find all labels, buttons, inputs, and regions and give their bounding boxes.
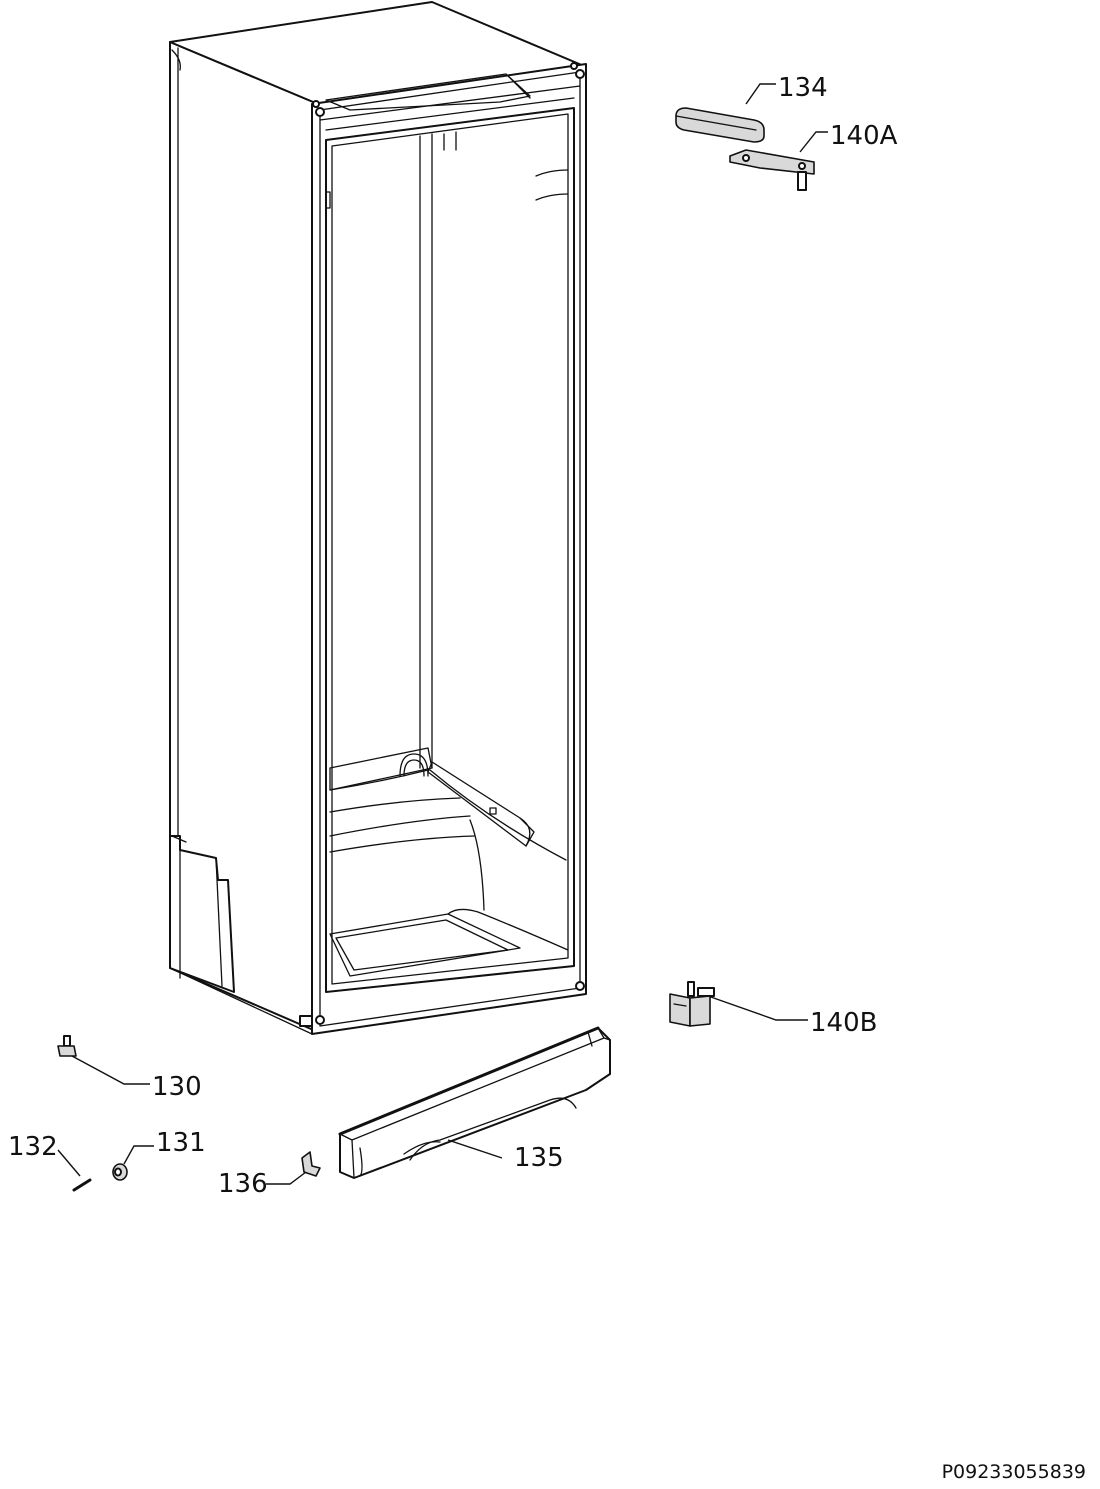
callout-140a: 140A <box>830 121 898 151</box>
callout-131: 131 <box>156 1128 206 1158</box>
leader-134 <box>745 83 776 105</box>
callout-136: 136 <box>218 1169 268 1199</box>
callout-134: 134 <box>778 73 828 103</box>
part-135-kick-plate <box>338 1026 611 1179</box>
callout-135: 135 <box>514 1143 564 1173</box>
part-140b-lower-hinge <box>669 981 715 1027</box>
part-132-pin <box>72 1178 92 1192</box>
part-140a-upper-hinge <box>729 149 815 191</box>
leader-132 <box>57 1149 81 1177</box>
leader-lines <box>57 83 828 1185</box>
part-131-bushing <box>112 1163 128 1181</box>
part-130-adjustable-foot <box>57 1035 77 1057</box>
callout-140b: 140B <box>810 1008 877 1038</box>
document-number: P09233055839 <box>942 1461 1086 1483</box>
callout-132: 132 <box>8 1132 58 1162</box>
leader-140a <box>799 131 828 153</box>
leader-131 <box>123 1145 154 1165</box>
leader-130 <box>71 1055 150 1085</box>
part-136-bracket-clip <box>301 1151 321 1177</box>
leader-135 <box>447 1139 503 1159</box>
leader-136 <box>266 1171 307 1185</box>
leader-140b <box>707 995 808 1021</box>
callout-130: 130 <box>152 1072 202 1102</box>
part-134-hinge-cover <box>675 107 765 143</box>
cabinet-body <box>169 1 587 1035</box>
